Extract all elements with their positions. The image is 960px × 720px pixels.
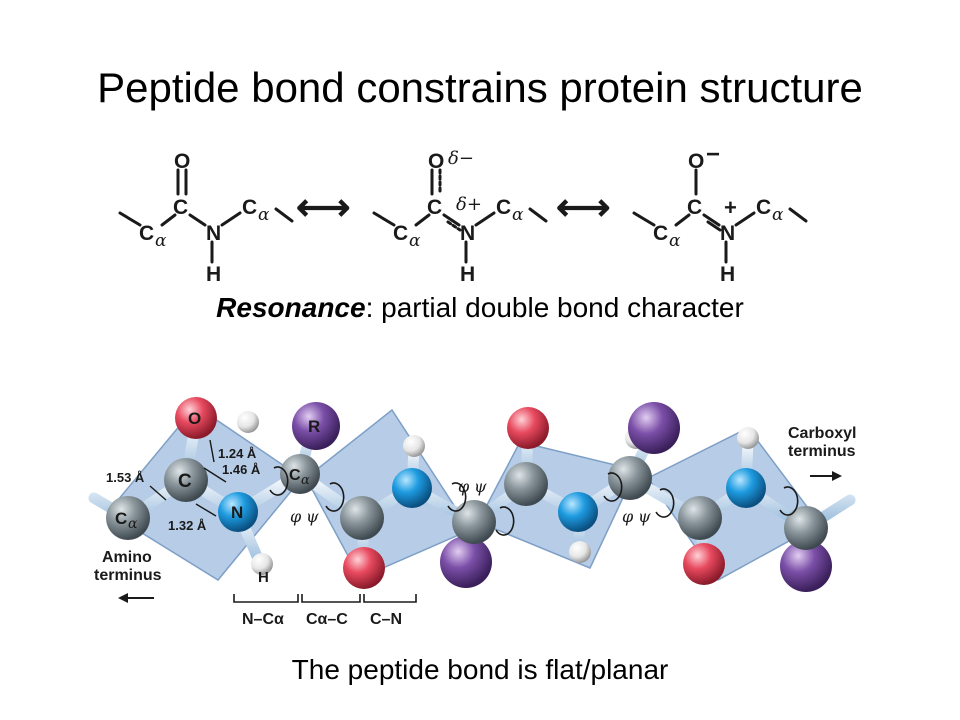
nitrogen-charge-label: + [724,195,737,220]
amino-terminus-label-2: terminus [94,567,162,584]
carbonyl-carbon-atom-label: C [178,471,192,492]
phi-angle-label: φ [622,507,634,526]
c-alpha-atom-label: C [115,509,127,528]
hydrogen-atom [251,553,273,575]
delta-minus-label: δ− [448,148,474,169]
oxygen-label: O [688,150,704,173]
r-group-atom [440,536,492,588]
carboxyl-terminus-label-1: Carboxyl [788,425,856,442]
hydrogen-atom [403,435,425,457]
phi-angle-label: φ [458,477,470,496]
carbonyl-carbon-label: C [173,196,188,219]
c-alpha-atom [452,500,496,544]
c-alpha-atom [106,496,150,540]
c-alpha-atom [608,456,652,500]
psi-angle-label: ψ [474,477,487,496]
r-group-atom [628,402,680,454]
oxygen-charge-label: − [706,141,720,168]
co-bond-length: 1.24 Å [218,446,257,461]
planar-caption: The peptide bond is flat/planar [291,654,669,685]
cn-bond-length: 1.46 Å [222,462,261,477]
oxygen-atom [175,397,217,439]
ca-c-bond-length: 1.53 Å [106,470,145,485]
nitrogen-atom-label: N [231,503,243,522]
c-alpha-right-label: C [242,196,257,219]
c-alpha-atom [784,506,828,550]
c-alpha-left-label: C [653,222,668,245]
r-group-atom [292,402,340,450]
carbonyl-carbon-atom [678,496,722,540]
carbonyl-carbon-label: C [687,196,702,219]
hydrogen-label: H [206,263,221,286]
nitrogen-label: N [720,222,735,245]
oxygen-atom [507,407,549,449]
c-alpha-atom-label: C [289,467,301,484]
resonance-term: Resonance [216,292,366,323]
alpha-symbol: α [409,231,421,251]
rotation-arrows [269,466,799,536]
carbonyl-carbon-label: C [427,196,442,219]
oxygen-label: O [174,150,190,173]
oxygen-atom [683,543,725,585]
c-alpha-right-label: C [756,196,771,219]
r-group-atom [780,540,832,592]
carbonyl-carbon-atom [164,458,208,502]
resonance-structure-3: O − C C α N + H C α [632,141,808,286]
nitrogen-atom [392,468,432,508]
amino-terminus-label-1: Amino [102,549,152,566]
carbonyl-carbon-atom [340,496,384,540]
amide-hydrogen-label: H [258,569,269,586]
nitrogen-atom [726,468,766,508]
oxygen-atom [343,547,385,589]
nitrogen-atom [558,492,598,532]
carbonyl-carbon-atom [504,462,548,506]
bond-brackets [233,594,417,603]
nitrogen-label: N [206,222,221,245]
hydrogen-atom [569,541,591,563]
resonance-structure-1: O C C α N H C α [118,150,294,286]
atoms [106,397,832,592]
slide-title: Peptide bond constrains protein structur… [97,64,863,111]
phi-angle-label: φ [290,507,302,526]
oxygen-label: O [428,150,444,173]
bracket-n-ca-label: N–Cα [242,611,284,628]
bracket-ca-c-label: Cα–C [306,611,348,628]
resonance-arrow: ⟷ [556,187,610,229]
alpha-symbol: α [258,205,270,225]
resonance-structure-2: O δ− C C α N δ+ H C α [372,148,548,286]
alpha-symbol: α [669,231,681,251]
hydrogen-label: H [720,263,735,286]
resonance-caption: Resonance: partial double bond character [0,292,960,324]
psi-angle-label: ψ [306,507,319,526]
resonance-description: : partial double bond character [365,292,744,323]
bracket-c-n-label: C–N [370,611,402,628]
carboxyl-terminus-arrow [810,471,842,481]
hydrogen-label: H [460,263,475,286]
bond-length-markers [149,439,227,517]
nitrogen-atom [218,492,258,532]
alpha-symbol: α [772,205,784,225]
resonance-arrow: ⟷ [296,187,350,229]
c-alpha-right-label: C [496,196,511,219]
psi-angle-label: ψ [638,507,651,526]
nitrogen-label: N [460,222,475,245]
c-alpha-left-label: C [139,222,154,245]
alpha-symbol: α [155,231,167,251]
hydrogen-atom [737,427,759,449]
alpha-symbol: α [512,205,524,225]
hydrogen-atom [237,411,259,433]
alpha-symbol: α [128,516,138,532]
oxygen-atom-label: O [188,409,201,428]
c-alpha-atom [280,454,320,494]
amino-terminus-arrow [118,593,154,603]
r-group-label: R [308,417,320,436]
c-alpha-left-label: C [393,222,408,245]
n-c-bond-length: 1.32 Å [168,518,207,533]
alpha-symbol: α [301,473,310,488]
carboxyl-terminus-label-2: terminus [788,443,856,460]
delta-plus-label: δ+ [456,194,482,215]
